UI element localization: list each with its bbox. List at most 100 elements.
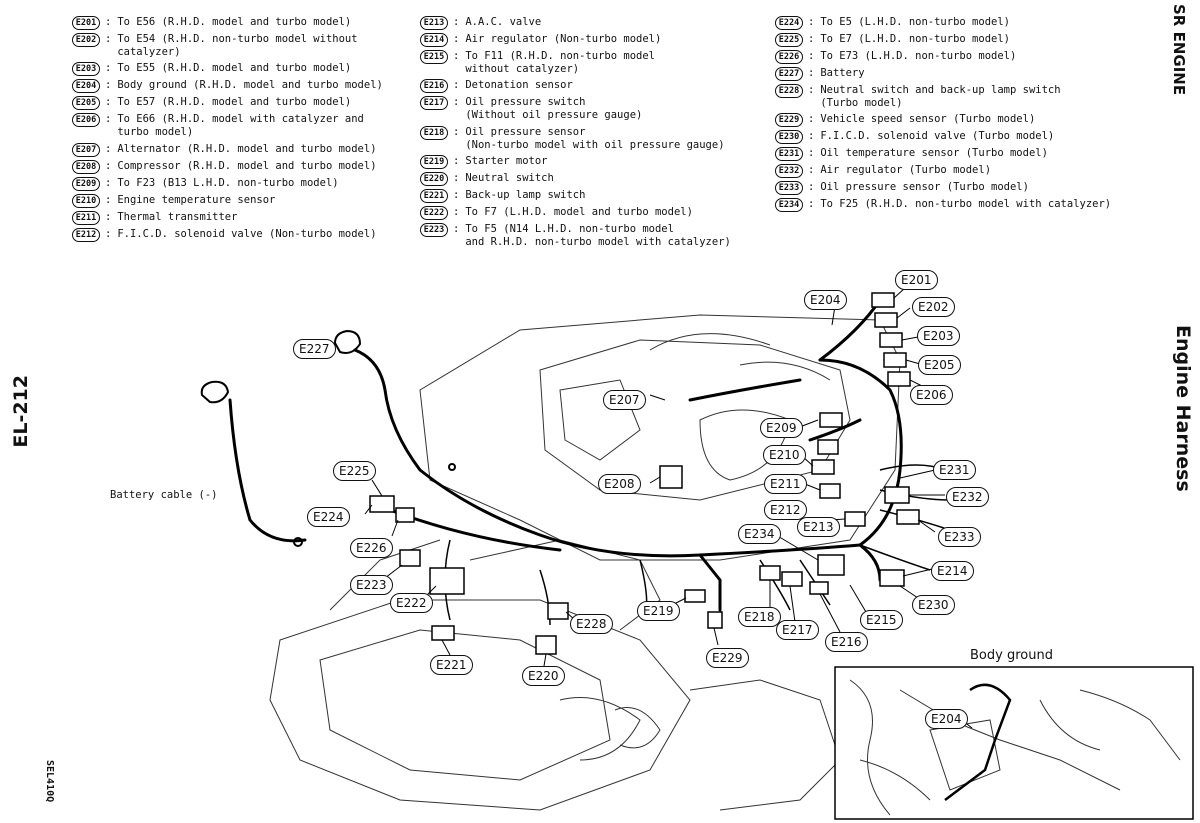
- legend-description: To F11 (R.H.D. non-turbo model without c…: [465, 50, 655, 76]
- callout-e210: E210: [763, 445, 806, 465]
- callout-e221: E221: [430, 655, 473, 675]
- connector-badge: E230: [775, 130, 803, 145]
- legend-item: E213: A.A.C. valve: [420, 16, 760, 30]
- connector-badge: E223: [420, 222, 448, 237]
- engine-title: SR ENGINE: [1170, 4, 1188, 96]
- callout-e214: E214: [931, 561, 974, 581]
- legend-separator: :: [453, 205, 460, 218]
- legend-column-1: E201:To E56 (R.H.D. model and turbo mode…: [72, 16, 402, 245]
- legend-separator: :: [105, 142, 112, 155]
- legend-item: E223:To F5 (N14 L.H.D. non-turbo model a…: [420, 222, 760, 249]
- callout-e223: E223: [350, 575, 393, 595]
- callout-e218: E218: [738, 607, 781, 627]
- connector-badge: E234: [775, 198, 803, 213]
- legend-description: Body ground (R.H.D. model and turbo mode…: [117, 79, 383, 92]
- legend-separator: :: [105, 210, 112, 223]
- legend-item: E218:Oil pressure sensor (Non-turbo mode…: [420, 125, 760, 152]
- legend-item: E214:Air regulator (Non-turbo model): [420, 33, 760, 47]
- legend-item: E222:To F7 (L.H.D. model and turbo model…: [420, 205, 760, 220]
- legend-item: E231:Oil temperature sensor (Turbo model…: [775, 147, 1130, 162]
- legend-separator: :: [453, 125, 460, 138]
- callout-e234: E234: [738, 524, 781, 544]
- connector-badge: E203: [72, 62, 100, 77]
- callout-e205: E205: [918, 355, 961, 375]
- legend-item: E216:Detonation sensor: [420, 79, 760, 94]
- legend-item: E224:To E5 (L.H.D. non-turbo model): [775, 16, 1130, 30]
- legend-item: E205:To E57 (R.H.D. model and turbo mode…: [72, 96, 402, 111]
- legend-separator: :: [105, 33, 112, 45]
- connector-badge: E226: [775, 50, 803, 64]
- connector-badge: E229: [775, 113, 803, 128]
- legend-item: E229:Vehicle speed sensor (Turbo model): [775, 113, 1130, 128]
- connector-badge: E213: [420, 16, 448, 30]
- legend-description: Neutral switch and back-up lamp switch (…: [820, 84, 1061, 110]
- legend-item: E207:Alternator (R.H.D. model and turbo …: [72, 142, 402, 157]
- legend-description: Oil temperature sensor (Turbo model): [820, 147, 1048, 160]
- legend-separator: :: [453, 171, 460, 184]
- callout-e215: E215: [860, 610, 903, 630]
- legend-item: E228:Neutral switch and back-up lamp swi…: [775, 84, 1130, 110]
- legend-item: E206:To E66 (R.H.D. model with catalyzer…: [72, 113, 402, 139]
- connector-badge: E227: [775, 67, 803, 81]
- legend-item: E201:To E56 (R.H.D. model and turbo mode…: [72, 16, 402, 30]
- connector-badge: E220: [420, 171, 448, 186]
- legend-separator: :: [105, 96, 112, 109]
- callout-e207: E207: [603, 390, 646, 410]
- legend-description: Air regulator (Turbo model): [820, 164, 992, 177]
- connector-badge: E215: [420, 50, 448, 64]
- legend-separator: :: [808, 130, 815, 143]
- callout-e206: E206: [910, 385, 953, 405]
- legend-item: E203:To E55 (R.H.D. model and turbo mode…: [72, 62, 402, 77]
- legend-separator: :: [105, 176, 112, 189]
- legend-separator: :: [453, 154, 460, 167]
- callout-e211: E211: [764, 474, 807, 494]
- legend-item: E210:Engine temperature sensor: [72, 193, 402, 208]
- figure-code: SEL410Q: [44, 760, 55, 803]
- legend-item: E230:F.I.C.D. solenoid valve (Turbo mode…: [775, 130, 1130, 145]
- legend-separator: :: [808, 67, 815, 79]
- connector-badge: E202: [72, 33, 100, 47]
- legend-separator: :: [808, 84, 815, 96]
- legend-description: Detonation sensor: [465, 79, 573, 92]
- legend-item: E233:Oil pressure sensor (Turbo model): [775, 181, 1130, 196]
- connector-badge: E214: [420, 33, 448, 47]
- legend-separator: :: [808, 113, 815, 126]
- callout-e204: E204: [804, 290, 847, 310]
- callout-e225: E225: [333, 461, 376, 481]
- callout-e230: E230: [912, 595, 955, 615]
- connector-badge: E216: [420, 79, 448, 94]
- callout-e202: E202: [912, 297, 955, 317]
- legend-description: F.I.C.D. solenoid valve (Non-turbo model…: [117, 227, 377, 240]
- legend-separator: :: [453, 33, 460, 45]
- legend-separator: :: [453, 96, 460, 109]
- legend-separator: :: [105, 193, 112, 206]
- legend-separator: :: [453, 16, 460, 28]
- legend-separator: :: [105, 159, 112, 172]
- connector-badge: E211: [72, 210, 100, 225]
- connector-badge: E224: [775, 16, 803, 30]
- legend-separator: :: [808, 50, 815, 62]
- connector-badge: E233: [775, 181, 803, 196]
- legend-item: E202:To E54 (R.H.D. non-turbo model with…: [72, 33, 402, 59]
- legend-description: To E56 (R.H.D. model and turbo model): [117, 16, 352, 28]
- legend-description: Oil pressure sensor (Non-turbo model wit…: [465, 125, 725, 151]
- legend-item: E215:To F11 (R.H.D. non-turbo model with…: [420, 50, 760, 76]
- callout-e231: E231: [933, 460, 976, 480]
- legend-description: Oil pressure switch (Without oil pressur…: [465, 96, 643, 122]
- legend-item: E217:Oil pressure switch (Without oil pr…: [420, 96, 760, 122]
- connector-badge: E231: [775, 147, 803, 162]
- legend-description: A.A.C. valve: [465, 16, 542, 28]
- callout-e228: E228: [570, 614, 613, 634]
- legend-separator: :: [453, 222, 460, 235]
- legend-description: Compressor (R.H.D. model and turbo model…: [117, 159, 377, 172]
- legend-item: E211:Thermal transmitter: [72, 210, 402, 225]
- callout-e213: E213: [797, 517, 840, 537]
- callout-e222: E222: [390, 593, 433, 613]
- callout-e209: E209: [760, 418, 803, 438]
- legend-item: E226:To E73 (L.H.D. non-turbo model): [775, 50, 1130, 64]
- callout-e229: E229: [706, 648, 749, 668]
- connector-badge: E222: [420, 205, 448, 220]
- legend-item: E220:Neutral switch: [420, 171, 760, 186]
- legend-description: To F23 (B13 L.H.D. non-turbo model): [117, 176, 339, 189]
